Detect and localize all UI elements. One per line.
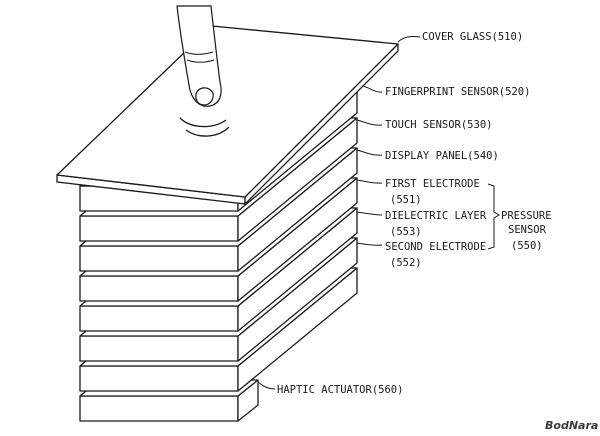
touch-ripple-icon [179, 117, 230, 137]
label-first-electrode-number: (551) [390, 194, 422, 206]
label-cover-glass: COVER GLASS(510) [422, 31, 523, 43]
layer-plate-cover-glass [56, 25, 399, 205]
layer-stack [56, 25, 399, 422]
leader-lines [257, 36, 421, 390]
watermark-logo: BodNara [545, 419, 598, 432]
label-display-panel: DISPLAY PANEL(540) [385, 150, 499, 162]
label-pressure-sensor-line1: PRESSURE [501, 210, 552, 222]
pressure-sensor-bracket [487, 183, 500, 250]
labels: COVER GLASS(510) FINGERPRINT SENSOR(520)… [277, 31, 552, 396]
label-dielectric-layer-number: (553) [390, 226, 422, 238]
label-haptic-actuator: HAPTIC ACTUATOR(560) [277, 384, 403, 396]
label-touch-sensor: TOUCH SENSOR(530) [385, 119, 492, 131]
label-second-electrode-number: (552) [390, 257, 422, 269]
label-dielectric-layer: DIELECTRIC LAYER [385, 210, 487, 222]
finger-illustration [176, 5, 222, 107]
label-pressure-sensor-line2: SENSOR [508, 224, 547, 236]
label-second-electrode: SECOND ELECTRODE [385, 241, 486, 253]
label-pressure-sensor-number: (550) [511, 240, 543, 252]
label-first-electrode: FIRST ELECTRODE [385, 178, 480, 190]
label-fingerprint-sensor: FINGERPRINT SENSOR(520) [385, 86, 530, 98]
